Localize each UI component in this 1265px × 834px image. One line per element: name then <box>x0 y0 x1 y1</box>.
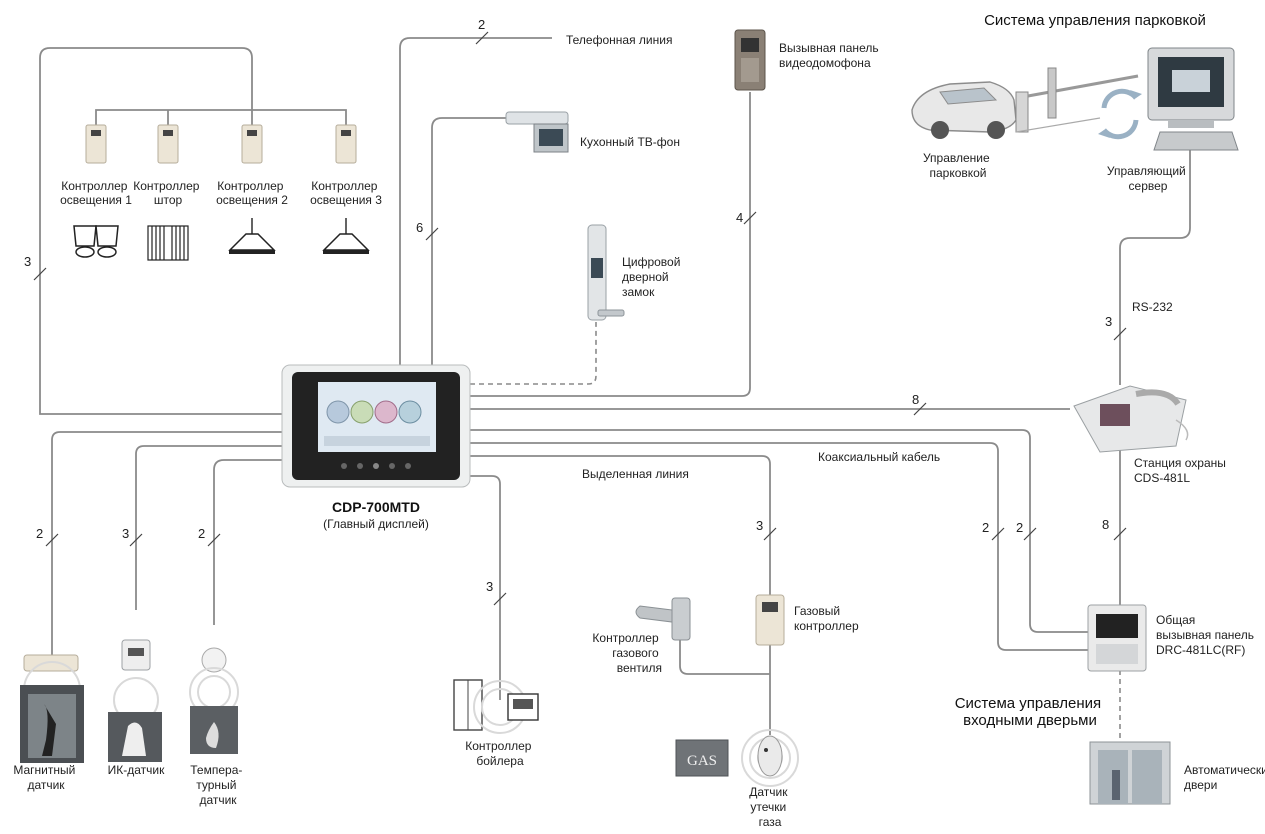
ceiling-lamp-icon <box>73 225 119 258</box>
curtain-controller-device <box>157 124 179 164</box>
wire-coax-1 <box>470 429 1088 633</box>
gas-controller-label: Газовый контроллер <box>794 604 859 633</box>
count-boiler: 3 <box>486 579 493 594</box>
gas-valve-label: Контроллер газового вентиля <box>592 631 662 675</box>
main-display-model: CDP-700MTD <box>332 499 420 515</box>
light-controller-3-device <box>335 124 357 164</box>
wire-kitchen <box>431 117 508 365</box>
wire-magnetic <box>51 431 282 655</box>
wire-gas-valve <box>679 640 770 675</box>
kitchen-tv-label: Кухонный ТВ-фон <box>580 135 680 149</box>
wire-lighting-loop <box>39 47 282 415</box>
video-door-panel-label: Вызывная панель видеодомофона <box>779 41 882 70</box>
count-left-loop: 3 <box>24 254 31 269</box>
parking-system-title: Система управления парковкой <box>984 12 1206 29</box>
dedicated-line-label: Выделенная линия <box>582 467 689 481</box>
light-controller-1-device <box>85 124 107 164</box>
ir-sensor-device <box>108 639 162 762</box>
count-kitchen: 6 <box>416 220 423 235</box>
wire-gas <box>470 455 771 595</box>
count-phone: 2 <box>478 17 485 32</box>
wiring <box>39 37 1191 742</box>
count-ir: 3 <box>122 526 129 541</box>
light-controller-1-label: Контроллер освещения 1 <box>60 179 132 207</box>
curtain-icon <box>147 225 189 261</box>
count-door-panel: 4 <box>736 210 743 225</box>
wire-ticks <box>33 31 1127 606</box>
kitchen-tv-phone-device <box>505 111 569 153</box>
gas-leak-label: Датчик утечки газа <box>749 785 791 829</box>
temperature-sensor-device <box>189 647 239 754</box>
main-display-subtitle: (Главный дисплей) <box>323 517 429 531</box>
magnetic-sensor-device <box>20 654 84 763</box>
video-door-panel-device <box>734 29 766 91</box>
server-label: Управляющий сервер <box>1107 164 1189 193</box>
wire-lighting-bus <box>95 109 347 125</box>
automatic-doors-icon <box>1089 741 1171 805</box>
digital-lock-label: Цифровой дверной замок <box>622 255 684 299</box>
common-call-panel-device <box>1087 604 1147 672</box>
count-coax2: 2 <box>1016 520 1023 535</box>
digital-lock-device <box>587 224 625 321</box>
common-call-panel-label: Общая вызывная панель DRC-481LC(RF) <box>1156 613 1257 657</box>
count-magnetic: 2 <box>36 526 43 541</box>
count-guard: 8 <box>912 392 919 407</box>
pendant-lamp-icon <box>228 218 276 254</box>
boiler-controller-device <box>453 679 539 734</box>
wire-ir <box>135 445 282 610</box>
wire-temp <box>213 459 282 625</box>
curtain-controller-label: Контроллер штор <box>133 179 203 207</box>
temperature-sensor-label: Темпера- турный датчик <box>190 763 245 807</box>
main-display-device <box>281 364 471 488</box>
magnetic-sensor-label: Магнитный датчик <box>13 763 78 792</box>
ir-sensor-label: ИК-датчик <box>108 763 165 777</box>
lighting-controllers <box>85 124 357 164</box>
wire-door-panel <box>470 92 751 397</box>
door-system-title: Система управления входными дверьми <box>955 695 1106 729</box>
guard-station-device <box>1073 385 1189 453</box>
rs232-label: RS-232 <box>1132 300 1173 314</box>
gas-leak-sensor-device: GAS <box>675 729 799 787</box>
pendant-lamp-icon <box>322 218 370 254</box>
wire-phone <box>399 37 552 365</box>
gas-valve-controller-device <box>635 597 691 641</box>
guard-station-label: Станция охраны CDS-481L <box>1134 456 1229 485</box>
wire-boiler <box>470 475 501 700</box>
parking-control-label: Управление парковкой <box>923 151 993 180</box>
wire-lock <box>470 322 597 385</box>
phone-line-label: Телефонная линия <box>566 33 672 47</box>
coax-cable-label: Коаксиальный кабель <box>818 450 940 464</box>
count-gas: 3 <box>756 518 763 533</box>
count-panel: 8 <box>1102 517 1109 532</box>
boiler-controller-label: Контроллер бойлера <box>465 739 535 768</box>
gas-text: GAS <box>687 753 717 769</box>
parking-barrier-icon <box>1015 67 1139 133</box>
wire-rs232 <box>1119 150 1191 385</box>
car-icon <box>911 81 1017 139</box>
gas-controller-device <box>755 594 785 646</box>
wire-counts: 2 3 6 4 3 8 2 3 2 3 3 2 2 8 <box>24 17 1112 594</box>
server-computer-icon <box>1147 47 1239 151</box>
sync-arrows-icon <box>1098 88 1142 140</box>
count-temp: 2 <box>198 526 205 541</box>
light-controller-2-label: Контроллер освещения 2 <box>216 179 288 207</box>
light-controller-2-device <box>241 124 263 164</box>
light-controller-3-label: Контроллер освещения 3 <box>310 179 382 207</box>
automatic-doors-label: Автоматические двери <box>1184 763 1265 792</box>
count-coax1: 2 <box>982 520 989 535</box>
count-rs232: 3 <box>1105 314 1112 329</box>
wire-coax-2 <box>470 442 1088 651</box>
